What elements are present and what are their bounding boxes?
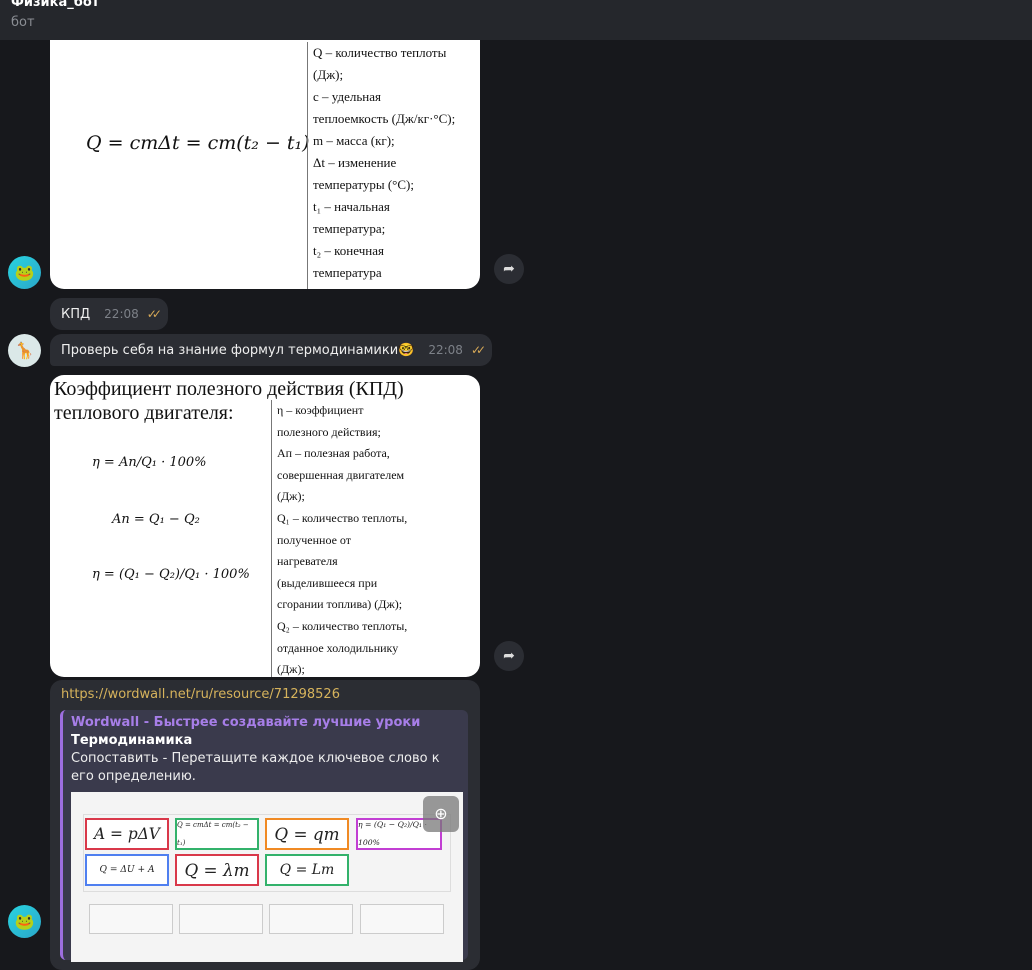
message-check-yourself[interactable]: Проверь себя на знание формул термодинам…	[50, 334, 493, 366]
user-avatar[interactable]: 🦒	[8, 334, 41, 367]
formula-card[interactable]: Q = qm	[265, 818, 349, 850]
formula-card[interactable]: η = (Q₁ − Q₂)/Q₁ · 100%	[356, 818, 442, 850]
chat-header[interactable]: Физика_бот бот	[0, 0, 1032, 40]
definitions-list: Q – количество теплоты (Дж); c – удельная т…	[307, 42, 455, 289]
chat-subtitle: бот	[11, 15, 35, 30]
definition-line: η – коэффициент	[277, 403, 364, 417]
link-preview[interactable]: Wordwall - Быстрее создавайте лучшие уро…	[60, 710, 468, 962]
formula-card[interactable]: Q = ΔU + A	[85, 854, 169, 886]
formula-card[interactable]: Q = λm	[175, 854, 259, 886]
formula-card[interactable]: A = pΔV	[85, 818, 169, 850]
message-link[interactable]: https://wordwall.net/ru/resource/7129852…	[50, 680, 480, 970]
wordwall-link[interactable]: https://wordwall.net/ru/resource/7129852…	[61, 687, 340, 702]
formula-image-efficiency[interactable]: Коэффициент полезного действия (КПД) теп…	[50, 375, 480, 677]
definition-line: полезного действия;	[277, 424, 381, 439]
definition-line: t₂ – конечная	[313, 243, 384, 258]
zoom-in-icon[interactable]: ⊕	[423, 796, 459, 832]
definition-line: Δt – изменение	[313, 155, 397, 170]
definition-line: Q₁ – количество теплоты,	[277, 510, 408, 525]
preview-site: Wordwall - Быстрее создавайте лучшие уро…	[71, 715, 421, 730]
definition-line: m – масса (кг);	[313, 133, 395, 148]
message-text: Проверь себя на знание формул термодинам…	[61, 342, 415, 358]
definition-line: (Дж);	[277, 662, 305, 677]
definitions-list: η – коэффициент полезного действия; Aп – п…	[271, 400, 407, 677]
forward-icon[interactable]: ➦	[494, 641, 524, 671]
definition-line: Q – количество теплоты	[313, 45, 447, 60]
formula-card[interactable]: Q = Lm	[265, 854, 349, 886]
preview-title: Термодинамика	[71, 733, 193, 748]
definition-line: t₁ – начальная	[313, 199, 390, 214]
useful-work-formula: Aп = Q₁ − Q₂	[112, 512, 200, 527]
drop-slot[interactable]	[269, 904, 353, 934]
definition-line: (Дж);	[277, 489, 305, 504]
formula-image-heat[interactable]: Q = cmΔt = cm(t₂ − t₁) Q – количество те…	[50, 20, 480, 289]
definition-line: сгорании топлива) (Дж);	[277, 597, 403, 612]
definition-line: температуры (°C);	[313, 177, 414, 192]
definition-line: Q₂ – количество теплоты,	[277, 618, 408, 633]
definition-line: отданное холодильнику	[277, 640, 399, 655]
definition-line: (выделившееся при	[277, 575, 378, 590]
double-check-icon: ✓✓	[146, 307, 162, 321]
efficiency-heading: Коэффициент полезного действия (КПД) теп…	[54, 378, 404, 424]
definition-line: температура	[313, 265, 382, 280]
definition-line: нагревателя	[277, 554, 338, 569]
definition-line: совершенная двигателем	[277, 467, 405, 482]
definition-line: полученное от	[277, 532, 352, 547]
double-check-icon: ✓✓	[470, 343, 486, 357]
efficiency-formula: η = Aп/Q₁ · 100%	[92, 455, 207, 470]
message-text: КПД	[61, 306, 91, 322]
forward-icon[interactable]: ➦	[494, 254, 524, 284]
definition-line: Aп – полезная работа,	[277, 446, 390, 461]
heat-formula: Q = cmΔt = cm(t₂ − t₁)	[86, 132, 310, 154]
chat-title: Физика_бот	[11, 0, 100, 10]
bot-avatar[interactable]: 🐸	[8, 256, 41, 289]
definition-line: теплоемкость (Дж/кг·°C);	[313, 111, 456, 126]
definition-line: (Дж);	[313, 67, 344, 82]
formula-card[interactable]: Q = cmΔt = cm(t₂ − t₁)	[175, 818, 259, 850]
message-time: 22:08	[428, 343, 463, 357]
preview-description: Сопоставить - Перетащите каждое ключевое…	[71, 751, 440, 784]
definition-line: температура;	[313, 221, 386, 236]
definition-line: c – удельная	[313, 89, 381, 104]
drop-slot[interactable]	[360, 904, 444, 934]
drop-slot[interactable]	[179, 904, 263, 934]
bot-avatar[interactable]: 🐸	[8, 905, 41, 938]
message-kpd[interactable]: КПД 22:08 ✓✓	[50, 298, 168, 330]
drop-slot[interactable]	[89, 904, 173, 934]
cards-area	[83, 814, 451, 892]
message-time: 22:08	[104, 307, 139, 321]
efficiency-formula-expanded: η = (Q₁ − Q₂)/Q₁ · 100%	[92, 567, 250, 582]
